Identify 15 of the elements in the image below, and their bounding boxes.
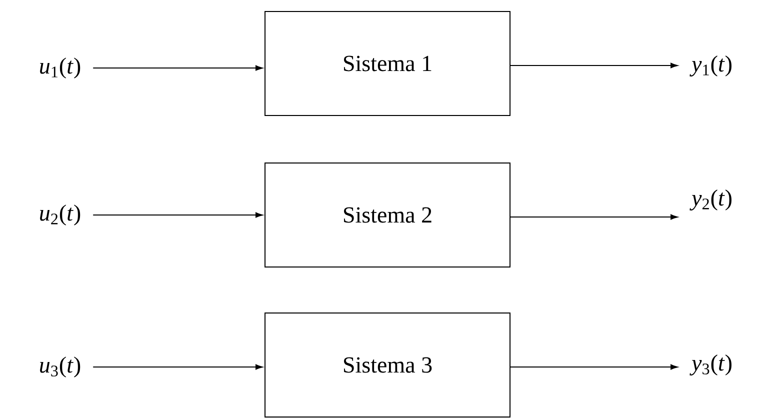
arrow [510, 62, 678, 68]
process-box: Sistema 1 [264, 11, 510, 116]
signal-label: u$_{3}$(t) [40, 356, 80, 378]
signal-label: u$_{1}$(t) [40, 58, 80, 78]
arrow [92, 212, 263, 218]
signal-label: u$_{2}$(t) [40, 204, 80, 226]
signal-label: y$_{2}$(t) [690, 190, 732, 210]
arrow [510, 364, 678, 370]
signal-label: y$_{3}$(t) [690, 354, 732, 376]
signal-label: y$_{1}$(t) [690, 56, 732, 76]
process-box: Sistema 3 [264, 312, 510, 418]
arrow [92, 65, 263, 71]
arrow [92, 364, 263, 370]
process-box: Sistema 2 [264, 162, 510, 268]
arrow [510, 214, 678, 220]
